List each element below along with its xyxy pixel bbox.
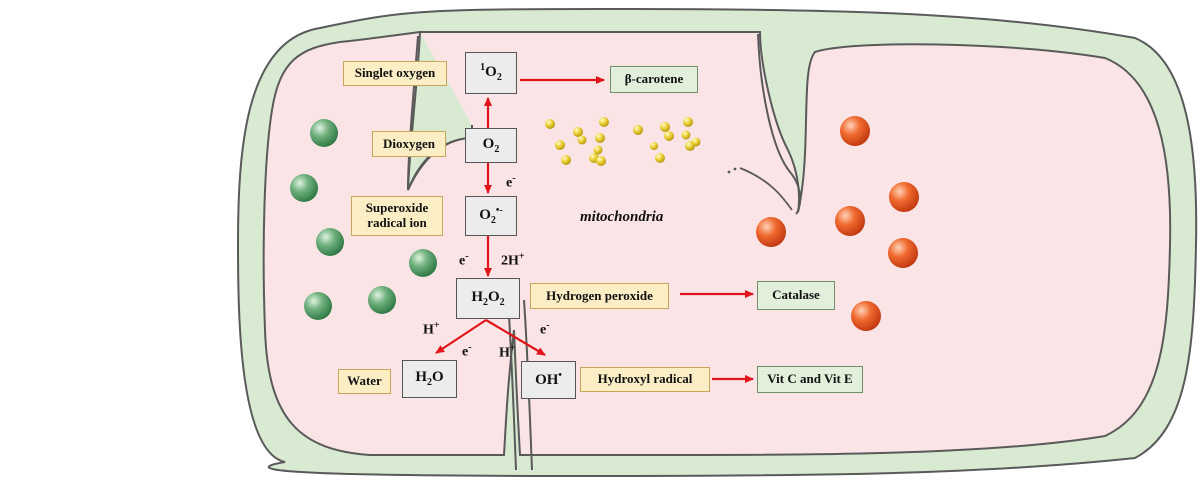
carotene-dots [545,117,701,166]
superoxide-label: Superoxide radical ion [351,196,443,236]
carotene-label: β-carotene [610,66,698,93]
superoxide-molecule: O2•- [465,196,517,236]
arrow-h2o2-to-water [435,319,487,354]
hydrogen-peroxide-molecule: H2O2 [456,278,520,319]
superoxide-label-line2: radical ion [367,215,427,230]
mitochondrial-matrix [262,31,1172,456]
mitochondria-title: mitochondria [580,209,664,225]
proton-label-h2o2: 2H+ [501,251,525,269]
singlet-oxygen-molecule: 1O2 [465,52,517,94]
arrow-h2o2-to-hydroxyl [485,319,546,356]
electron-label-water: e- [462,342,472,360]
proton-label-water: H+ [423,320,440,338]
crista-bottom [507,299,517,471]
crista-right [757,33,802,215]
orange-spheres [756,116,919,331]
water-label: Water [338,369,391,394]
vitamins-label: Vit C and Vit E [757,366,863,393]
hydrogen-peroxide-label: Hydrogen peroxide [530,283,669,309]
crista-faint [739,167,793,211]
reaction-arrows [435,76,754,383]
dioxygen-molecule: O2 [465,128,517,163]
superoxide-label-line1: Superoxide [365,200,429,216]
green-spheres [290,119,437,320]
hydroxyl-molecule: OH• [521,361,576,399]
catalase-label: Catalase [757,281,835,310]
dioxygen-label: Dioxygen [372,131,446,157]
singlet-oxygen-label: Singlet oxygen [343,61,447,86]
electron-label-superoxide: e- [506,173,516,191]
hydroxyl-radical-label: Hydroxyl radical [580,367,710,392]
electron-label-hydroxyl: e- [540,320,550,338]
proton-label-hydroxyl: H+ [499,343,516,361]
water-molecule: H2O [402,360,457,398]
electron-label-h2o2: e- [459,251,469,269]
